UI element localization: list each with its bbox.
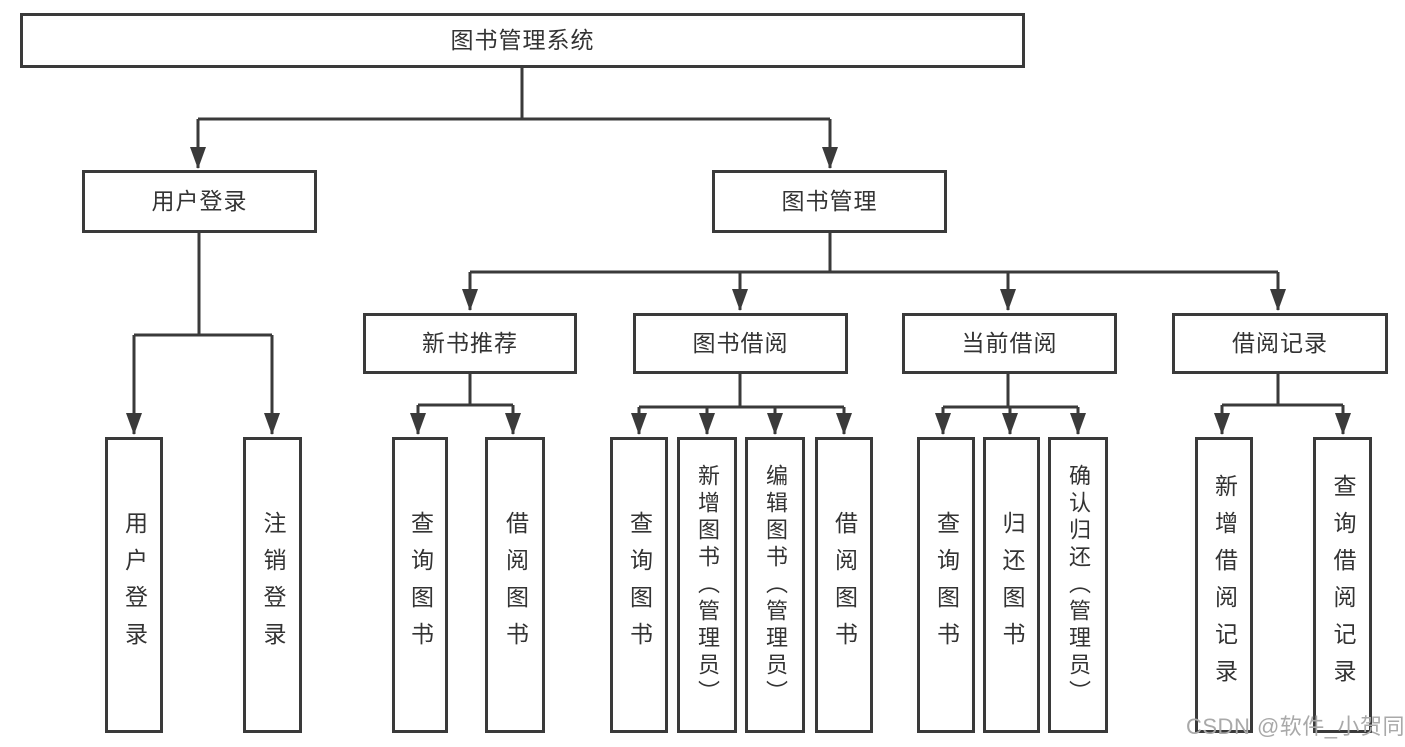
leaf-user-login: 用户登录 (105, 437, 163, 733)
leaf-add-borrow-record: 新增借阅记录 (1195, 437, 1253, 733)
leaf-confirm-return-admin: 确认归还（管理员） (1048, 437, 1108, 733)
leaf-add-books-admin: 新增图书（管理员） (677, 437, 737, 733)
leaf-query-books-2: 查询图书 (610, 437, 668, 733)
leaf-query-books-3: 查询图书 (917, 437, 975, 733)
leaf-edit-books-admin: 编辑图书（管理员） (745, 437, 805, 733)
node-current-borrow: 当前借阅 (902, 313, 1117, 374)
leaf-borrow-books-2: 借阅图书 (815, 437, 873, 733)
leaf-borrow-books-1: 借阅图书 (485, 437, 545, 733)
leaf-logout: 注销登录 (243, 437, 302, 733)
node-user-login: 用户登录 (82, 170, 317, 233)
node-borrow-records: 借阅记录 (1172, 313, 1388, 374)
node-book-management: 图书管理 (712, 170, 947, 233)
node-new-book-recommend: 新书推荐 (363, 313, 577, 374)
leaf-query-books-1: 查询图书 (392, 437, 448, 733)
csdn-watermark: CSDN @软件_小贺同学 (1186, 714, 1405, 739)
node-book-borrow: 图书借阅 (633, 313, 848, 374)
leaf-query-borrow-record: 查询借阅记录 (1313, 437, 1372, 733)
node-root-system: 图书管理系统 (20, 13, 1025, 68)
leaf-return-books: 归还图书 (983, 437, 1040, 733)
